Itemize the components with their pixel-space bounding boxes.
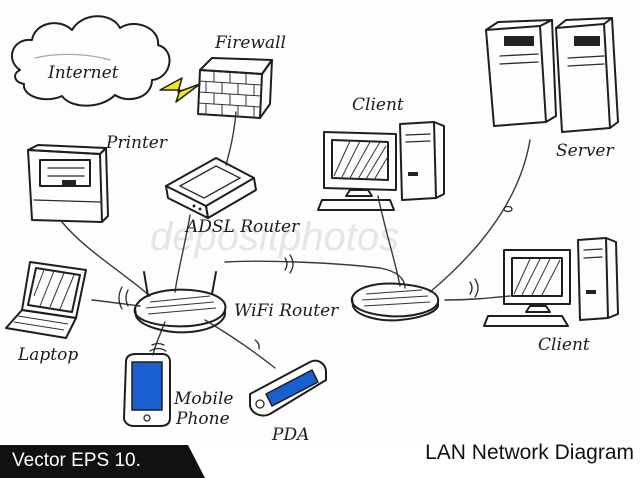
- wifi-router-icon: [350, 282, 440, 322]
- wire-client-switch: [377, 195, 401, 287]
- firewall: Firewall: [197, 33, 286, 119]
- adsl-router-label: ADSL Router: [184, 217, 300, 237]
- wire-firewall-adsl: [225, 111, 237, 166]
- adsl-router: ADSL Router: [165, 157, 300, 237]
- server: Server: [485, 17, 619, 161]
- firewall-icon: [197, 57, 273, 119]
- laptop: Laptop: [5, 261, 87, 365]
- client-top-label: Client: [352, 95, 404, 115]
- wire-laptop-wifi: [91, 299, 141, 307]
- wifi-router: WiFi Router: [133, 271, 339, 334]
- printer: Printer: [27, 133, 168, 223]
- switch-right: [350, 282, 440, 322]
- pda: PDA: [249, 359, 327, 445]
- badge-text: Vector EPS 10.: [12, 450, 141, 471]
- server-tower-icon: [485, 17, 619, 133]
- wire-wifi-switch: [224, 260, 406, 289]
- desktop-computer-icon: [483, 237, 619, 327]
- laptop-icon: [5, 261, 87, 339]
- wifi-router-icon: [133, 271, 227, 334]
- internet-cloud: Internet: [10, 15, 171, 107]
- laptop-label: Laptop: [17, 345, 78, 365]
- client-right-label: Client: [538, 335, 590, 355]
- pda-label: PDA: [271, 425, 309, 445]
- diagram-title: LAN Network Diagram: [425, 441, 634, 464]
- wire-switch-client2: [444, 295, 511, 301]
- mobile-phone: Mobile Phone: [123, 353, 233, 429]
- server-label: Server: [556, 141, 614, 161]
- internet-label: Internet: [47, 63, 119, 83]
- firewall-label: Firewall: [214, 33, 286, 53]
- vector-eps-badge: Vector EPS 10.: [0, 445, 205, 478]
- wire-adsl-wifi: [174, 214, 191, 293]
- wire-printer-wifi: [61, 221, 151, 297]
- wire-server-switch: [429, 139, 531, 293]
- lightning-bolt-icon: [159, 77, 201, 103]
- pda-icon: [249, 359, 327, 417]
- wifi-router-label: WiFi Router: [234, 301, 339, 321]
- mobile-phone-icon: [123, 353, 171, 427]
- mobile-label-line1: Mobile: [173, 389, 233, 409]
- wire-wifi-pda: [204, 319, 276, 369]
- watermark-text: depositphotos: [150, 215, 399, 259]
- desktop-computer-icon: [317, 121, 445, 211]
- router-icon: [165, 157, 257, 219]
- printer-icon: [27, 144, 109, 223]
- wireless-signal-marks: [118, 205, 513, 352]
- printer-label: Printer: [105, 133, 168, 153]
- client-right: Client: [483, 237, 619, 355]
- cloud-icon: [10, 15, 171, 107]
- client-top: Client: [317, 95, 445, 211]
- mobile-label-line2: Phone: [175, 409, 230, 429]
